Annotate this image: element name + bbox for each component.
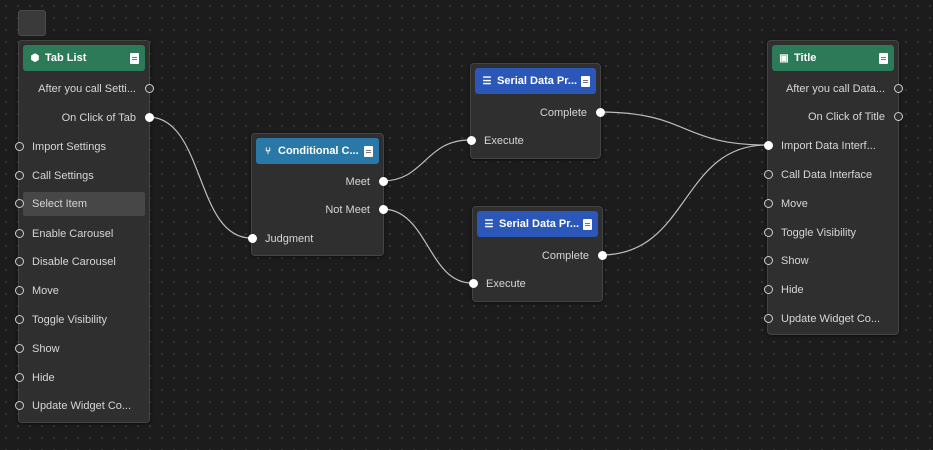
input-port-row[interactable]: Move <box>764 194 898 214</box>
branch-icon: ⑂ <box>265 145 271 157</box>
input-port[interactable] <box>15 373 24 382</box>
wire-notmeet-to-execute2 <box>381 208 473 284</box>
output-port-row[interactable]: Not Meet <box>252 200 388 220</box>
input-port[interactable] <box>248 234 257 243</box>
conditional-header[interactable]: ⑂ Conditional C... <box>256 138 379 164</box>
input-port-row[interactable]: Enable Carousel <box>15 224 149 244</box>
input-port[interactable] <box>764 256 773 265</box>
input-port-row[interactable]: Hide <box>764 280 898 300</box>
serial-data-node-2[interactable]: ☰ Serial Data Pr... Complete Execute <box>469 206 607 302</box>
input-port[interactable] <box>15 315 24 324</box>
input-port[interactable] <box>467 136 476 145</box>
input-port-row[interactable]: Move <box>15 281 149 301</box>
output-port[interactable] <box>379 177 388 186</box>
output-port[interactable] <box>145 84 154 93</box>
input-port[interactable] <box>15 344 24 353</box>
output-port-row[interactable]: After you call Setti... <box>19 79 154 99</box>
input-port[interactable] <box>15 286 24 295</box>
input-port[interactable] <box>764 170 773 179</box>
node-title: Tab List <box>45 52 87 64</box>
input-port-row[interactable]: Hide <box>15 368 149 388</box>
input-port[interactable] <box>469 279 478 288</box>
output-port-row[interactable]: On Click of Title <box>768 107 903 127</box>
output-port[interactable] <box>598 251 607 260</box>
input-port[interactable] <box>15 199 24 208</box>
serial-data-node-1[interactable]: ☰ Serial Data Pr... Complete Execute <box>467 63 605 159</box>
input-port-row[interactable]: Call Data Interface <box>764 165 898 185</box>
node-title: Title <box>794 52 817 64</box>
input-port[interactable] <box>15 229 24 238</box>
node-title: Serial Data Pr... <box>499 218 579 230</box>
title-header[interactable]: ▣ Title <box>772 45 894 71</box>
output-port[interactable] <box>379 205 388 214</box>
wire-complete1-to-import <box>598 111 768 146</box>
input-port-row[interactable]: Update Widget Co... <box>15 396 149 416</box>
input-port[interactable] <box>15 142 24 151</box>
node-title: Serial Data Pr... <box>497 75 577 87</box>
output-port-row[interactable]: On Click of Tab <box>19 108 154 128</box>
output-port[interactable] <box>894 84 903 93</box>
output-port-row[interactable]: After you call Data... <box>768 79 903 99</box>
input-port-row[interactable]: Execute <box>467 131 600 151</box>
serial-data-header[interactable]: ☰ Serial Data Pr... <box>475 68 596 94</box>
input-port[interactable] <box>15 257 24 266</box>
input-port-row[interactable]: Import Data Interf... <box>764 136 898 156</box>
input-port-row[interactable]: Show <box>764 251 898 271</box>
input-port[interactable] <box>15 171 24 180</box>
input-port-row[interactable]: Update Widget Co... <box>764 309 898 329</box>
wire-complete2-to-import <box>600 144 768 256</box>
input-port-row[interactable]: Import Settings <box>15 137 149 157</box>
input-port-row[interactable]: Execute <box>469 274 602 294</box>
document-icon[interactable] <box>130 52 139 64</box>
conditional-node[interactable]: ⑂ Conditional C... Meet Not Meet Judgmen… <box>248 133 388 256</box>
output-port[interactable] <box>894 112 903 121</box>
wire-tab-to-judgment <box>147 116 252 239</box>
list-icon: ☰ <box>482 75 492 87</box>
list-icon: ☰ <box>484 218 494 230</box>
tab-list-header[interactable]: ⬢ Tab List <box>23 45 145 71</box>
node-title: Conditional C... <box>278 145 359 157</box>
document-icon[interactable] <box>879 52 888 64</box>
input-port-row[interactable]: Call Settings <box>15 166 149 186</box>
input-port-row[interactable]: Disable Carousel <box>15 252 149 272</box>
document-icon[interactable] <box>364 145 373 157</box>
input-port[interactable] <box>764 141 773 150</box>
input-port[interactable] <box>764 199 773 208</box>
input-port-row[interactable]: Toggle Visibility <box>15 310 149 330</box>
input-port-row[interactable]: Judgment <box>248 229 383 249</box>
output-port[interactable] <box>145 113 154 122</box>
input-port[interactable] <box>764 228 773 237</box>
tab-list-node[interactable]: ⬢ Tab List After you call Setti... On Cl… <box>15 40 154 423</box>
text-box-icon: ▣ <box>779 52 789 64</box>
cube-icon: ⬢ <box>30 52 40 64</box>
title-node[interactable]: ▣ Title After you call Data... On Click … <box>764 40 903 335</box>
output-port-row[interactable]: Complete <box>471 103 605 123</box>
document-icon[interactable] <box>583 218 592 230</box>
output-port-row[interactable]: Complete <box>473 246 607 266</box>
input-port-row[interactable]: Show <box>15 339 149 359</box>
serial-data-header[interactable]: ☰ Serial Data Pr... <box>477 211 598 237</box>
output-port-row[interactable]: Meet <box>252 172 388 192</box>
output-port[interactable] <box>596 108 605 117</box>
canvas-menu-button[interactable] <box>18 10 46 36</box>
input-port-row[interactable]: Toggle Visibility <box>764 223 898 243</box>
input-port[interactable] <box>15 401 24 410</box>
wire-meet-to-execute1 <box>381 139 471 182</box>
input-port-row-hovered[interactable]: Select Item <box>15 192 145 216</box>
input-port[interactable] <box>764 314 773 323</box>
document-icon[interactable] <box>581 75 590 87</box>
input-port[interactable] <box>764 285 773 294</box>
